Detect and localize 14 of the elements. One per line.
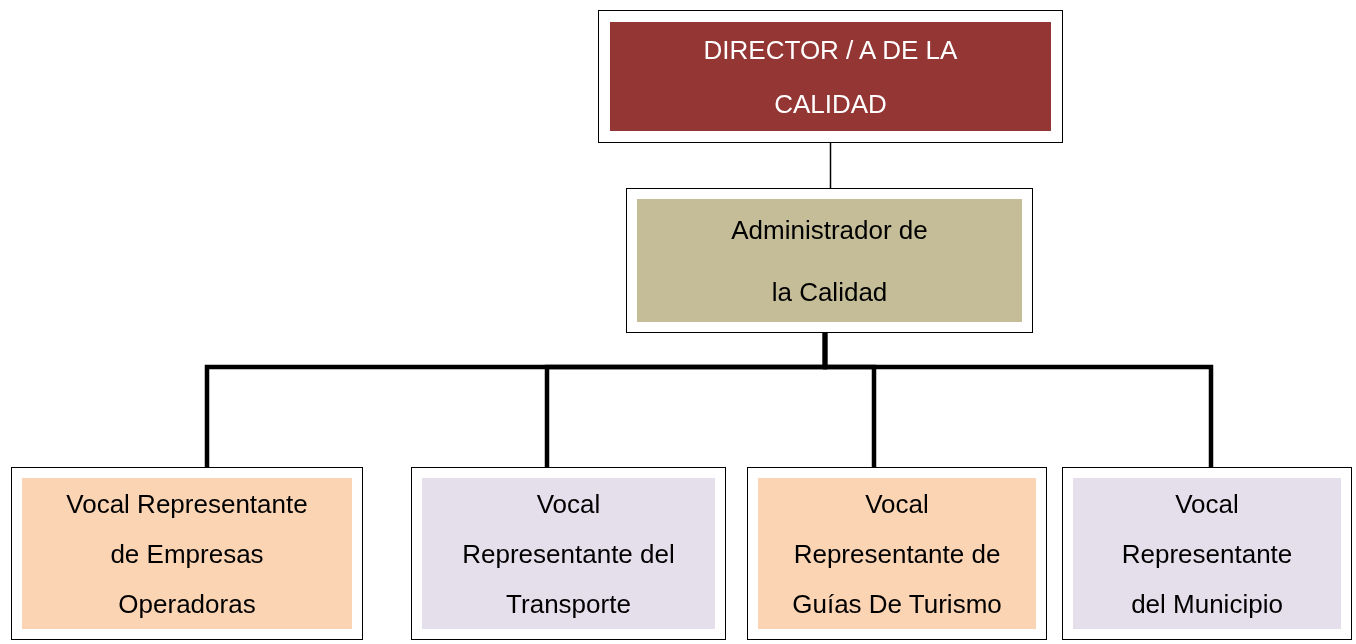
role-title: Vocal Representante de Empresas Operadoras [65,487,309,621]
role-title: DIRECTOR / A DE LA CALIDAD [702,33,959,121]
role-title: Vocal Representante del Transporte [461,487,676,621]
org-box [411,467,726,640]
connector-line [829,142,832,189]
role-title: Administrador de la Calidad [730,213,929,309]
role-title: Vocal Representante del Municipio [1120,487,1294,621]
role-title: Vocal Representante de Guías De Turismo [791,487,1003,621]
org-box [626,188,1033,333]
connector-line [822,333,1214,467]
org-box [598,10,1063,143]
org-box [1062,467,1352,640]
org-box [747,467,1047,640]
org-box [11,467,363,640]
